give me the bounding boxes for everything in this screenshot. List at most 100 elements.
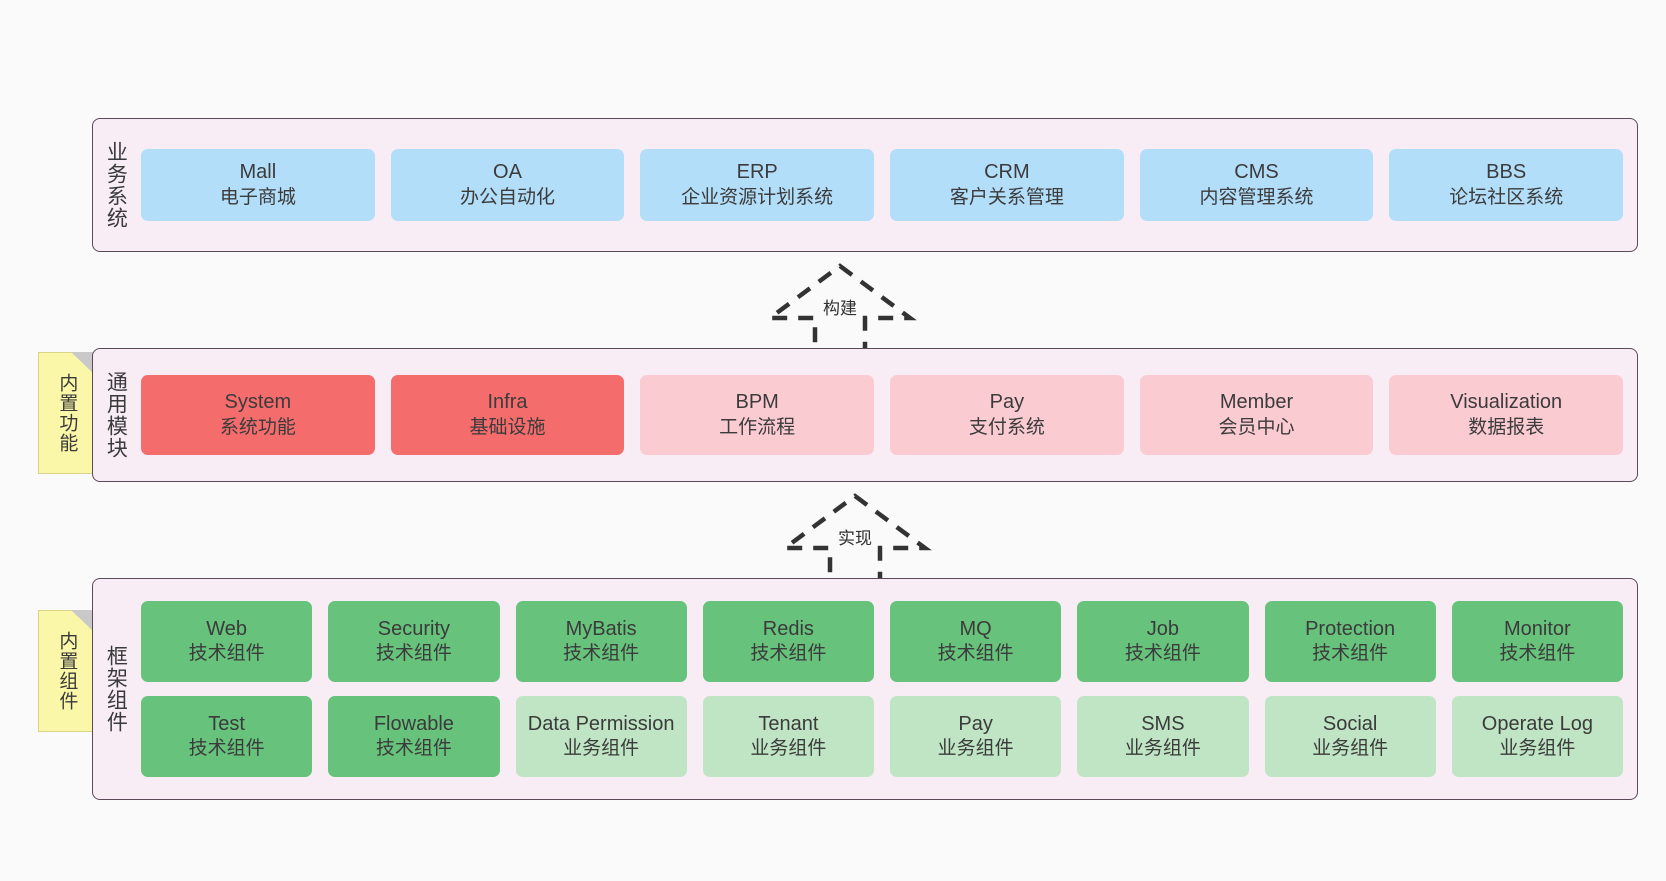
card-title-cn: 数据报表 [1468,416,1545,438]
card-title-en: Web [206,617,247,640]
connector-build: 构建 [760,258,920,358]
card-operate-log[interactable]: Operate Log 业务组件 [1451,696,1623,777]
card-web[interactable]: Web 技术组件 [141,601,313,682]
card-title-en: CMS [1234,161,1279,184]
sticky-note-label: 内置功能 [56,373,78,453]
sticky-note-builtin-function: 内置功能 [38,352,94,474]
card-title-cn: 支付系统 [968,416,1045,438]
card-bbs[interactable]: BBS 论坛社区系统 [1389,149,1624,221]
card-title-cn: 技术组件 [563,643,640,665]
card-title-en: System [224,391,292,414]
card-title-en: MQ [959,617,992,640]
card-title-cn: 业务组件 [1124,738,1201,760]
card-redis[interactable]: Redis 技术组件 [702,601,874,682]
card-sms[interactable]: SMS 业务组件 [1077,696,1249,777]
card-mall[interactable]: Mall 电子商城 [141,149,375,221]
layer-business-system: 业务系统 Mall 电子商城 OA 办公自动化 ERP 企业资源计划系统 CRM… [92,118,1638,252]
card-security[interactable]: Security 技术组件 [328,601,500,682]
card-title-en: Social [1322,712,1378,735]
layer-framework-component: 框架组件 Web 技术组件 Security 技术组件 MyBatis 技术组件… [92,578,1638,800]
card-title-en: Visualization [1450,391,1563,414]
layer-body-business-system: Mall 电子商城 OA 办公自动化 ERP 企业资源计划系统 CRM 客户关系… [137,119,1637,251]
card-member[interactable]: Member 会员中心 [1139,375,1374,455]
card-tenant[interactable]: Tenant 业务组件 [702,696,874,777]
card-row: Mall 电子商城 OA 办公自动化 ERP 企业资源计划系统 CRM 客户关系… [141,149,1624,221]
card-title-cn: 企业资源计划系统 [681,186,834,208]
card-visualization[interactable]: Visualization 数据报表 [1389,375,1624,455]
card-pay-business[interactable]: Pay 业务组件 [890,696,1062,777]
card-title-en: Test [208,712,245,735]
card-title-cn: 技术组件 [375,738,452,760]
card-title-cn: 办公自动化 [460,186,556,208]
layer-common-module: 通用模块 System 系统功能 Infra 基础设施 BPM 工作流程 Pay… [92,348,1638,482]
card-flowable[interactable]: Flowable 技术组件 [328,696,500,777]
card-title-cn: 业务组件 [750,738,827,760]
card-title-cn: 业务组件 [937,738,1014,760]
card-title-en: Monitor [1504,617,1571,640]
card-title-en: CRM [984,161,1030,184]
card-mq[interactable]: MQ 技术组件 [890,601,1062,682]
card-title-cn: 基础设施 [469,416,546,438]
card-data-permission[interactable]: Data Permission 业务组件 [515,696,687,777]
card-oa[interactable]: OA 办公自动化 [390,149,625,221]
card-title-cn: 系统功能 [219,416,296,438]
card-title-cn: 技术组件 [937,643,1014,665]
card-title-en: OA [493,161,522,184]
card-monitor[interactable]: Monitor 技术组件 [1451,601,1623,682]
layer-body-framework-component: Web 技术组件 Security 技术组件 MyBatis 技术组件 Redi… [137,579,1637,799]
card-title-en: ERP [736,161,778,184]
card-title-en: Mall [239,161,277,184]
card-title-en: Flowable [373,712,454,735]
card-title-cn: 客户关系管理 [949,186,1064,208]
card-row: System 系统功能 Infra 基础设施 BPM 工作流程 Pay 支付系统… [141,375,1624,455]
card-title-en: Security [377,617,450,640]
card-title-cn: 技术组件 [375,643,452,665]
card-title-en: Operate Log [1481,712,1593,735]
card-title-en: SMS [1141,712,1185,735]
card-title-en: Tenant [758,712,819,735]
connector-label: 构建 [823,299,857,318]
card-title-en: Pay [958,712,993,735]
connector-implement: 实现 [775,488,935,588]
card-protection[interactable]: Protection 技术组件 [1264,601,1436,682]
card-title-en: Job [1146,617,1179,640]
card-row: Web 技术组件 Security 技术组件 MyBatis 技术组件 Redi… [141,601,1623,682]
card-title-cn: 技术组件 [188,643,265,665]
card-title-cn: 业务组件 [563,738,640,760]
sticky-note-builtin-component: 内置组件 [38,610,94,732]
card-title-cn: 会员中心 [1218,416,1295,438]
card-title-cn: 技术组件 [188,738,265,760]
card-test[interactable]: Test 技术组件 [141,696,313,777]
card-pay[interactable]: Pay 支付系统 [890,375,1124,455]
card-title-cn: 技术组件 [1124,643,1201,665]
card-cms[interactable]: CMS 内容管理系统 [1139,149,1374,221]
card-title-cn: 业务组件 [1312,738,1389,760]
card-system[interactable]: System 系统功能 [141,375,375,455]
card-mybatis[interactable]: MyBatis 技术组件 [515,601,687,682]
card-title-cn: 工作流程 [719,416,796,438]
card-title-en: BPM [735,391,779,414]
card-title-en: Infra [487,391,528,414]
layer-title-business-system: 业务系统 [104,141,128,229]
card-title-cn: 技术组件 [1499,643,1576,665]
card-bpm[interactable]: BPM 工作流程 [640,375,875,455]
card-title-en: Redis [762,617,814,640]
card-title-cn: 技术组件 [750,643,827,665]
card-title-cn: 技术组件 [1312,643,1389,665]
card-title-en: Data Permission [527,712,675,735]
card-title-en: MyBatis [565,617,637,640]
card-erp[interactable]: ERP 企业资源计划系统 [640,149,875,221]
card-row: Test 技术组件 Flowable 技术组件 Data Permission … [141,696,1623,777]
card-job[interactable]: Job 技术组件 [1077,601,1249,682]
card-social[interactable]: Social 业务组件 [1264,696,1436,777]
card-title-cn: 电子商城 [219,186,296,208]
layer-body-common-module: System 系统功能 Infra 基础设施 BPM 工作流程 Pay 支付系统… [137,349,1637,481]
card-title-en: Protection [1305,617,1396,640]
sticky-note-label: 内置组件 [56,631,78,711]
layer-title-common-module: 通用模块 [104,371,128,459]
layer-title-framework-component: 框架组件 [104,645,128,733]
card-crm[interactable]: CRM 客户关系管理 [890,149,1124,221]
card-infra[interactable]: Infra 基础设施 [390,375,625,455]
card-title-en: Pay [989,391,1025,414]
